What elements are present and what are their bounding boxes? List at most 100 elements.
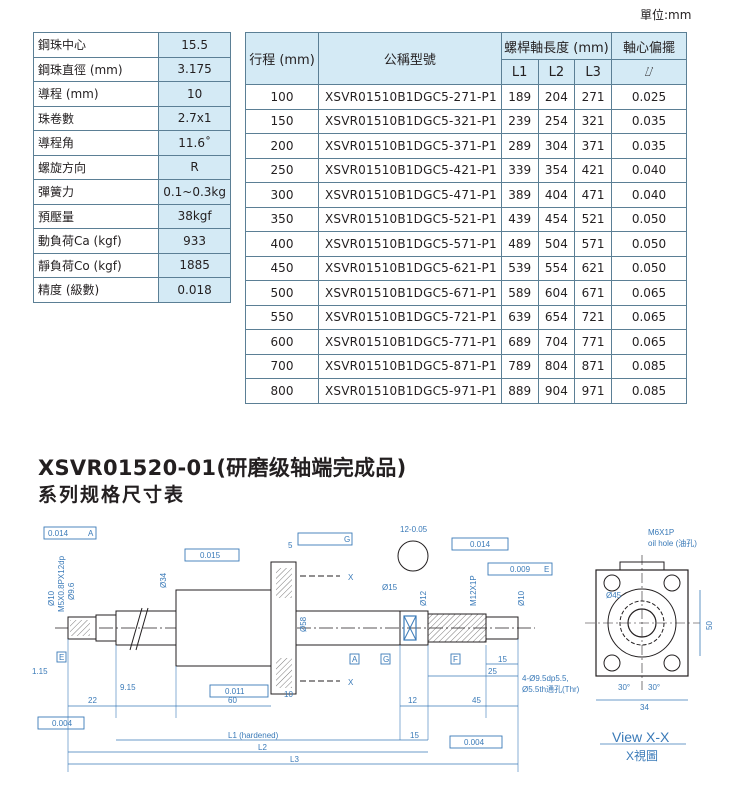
l2-cell: 804	[537, 353, 576, 379]
spec-value: 2.7x1	[158, 105, 231, 131]
d58-label: Ø58	[299, 616, 308, 632]
dim-115: 1.15	[32, 667, 48, 676]
l1-header: L1	[500, 59, 539, 85]
stroke-cell: 350	[245, 206, 319, 232]
hole-note-1: 4-Ø9.5dp5.5,	[522, 674, 569, 683]
spec-row: 精度 (級數)0.018	[32, 277, 231, 303]
runout-cell: 0.085	[611, 353, 687, 379]
l2-cell: 354	[537, 157, 576, 183]
m5-label: M5X0.8PX12dp	[57, 555, 66, 612]
l1-cell: 189	[500, 84, 539, 110]
dim-10: 10	[284, 690, 293, 699]
spec-value: 0.018	[158, 277, 231, 303]
series-title: XSVR01520-01(研磨级轴端完成品)	[38, 456, 407, 480]
l2-cell: 904	[537, 378, 576, 404]
l3-header: L3	[574, 59, 612, 85]
spec-key: 鋼珠直徑 (mm)	[32, 56, 160, 82]
runout-header: 軸心偏擺	[611, 32, 687, 60]
gt-datum-a: A	[88, 529, 94, 538]
stroke-cell: 700	[245, 353, 319, 379]
runout-cell: 0.040	[611, 157, 687, 183]
gt-g-label: G	[344, 535, 350, 544]
d34-label: Ø34	[159, 572, 168, 588]
m12-label: M12X1P	[469, 575, 478, 606]
stroke-cell: 450	[245, 255, 319, 281]
spec-value: 11.6˚	[158, 130, 231, 156]
l1-cell: 439	[500, 206, 539, 232]
stroke-cell: 600	[245, 329, 319, 355]
runout-cell: 0.025	[611, 84, 687, 110]
dim-22: 22	[88, 696, 97, 705]
l1-cell: 539	[500, 255, 539, 281]
model-table: 行程 (mm) 公稱型號 螺桿軸長度 (mm) 軸心偏擺 L1 L2 L3 ⌰ …	[245, 32, 687, 404]
model-cell: XSVR01510B1DGC5-721-P1	[318, 304, 502, 330]
l3-cell: 271	[574, 84, 612, 110]
gt-0011-a-label: 0.011	[225, 687, 245, 696]
d15-label: Ø15	[382, 583, 398, 592]
dim-50: 50	[705, 621, 714, 630]
model-cell: XSVR01510B1DGC5-771-P1	[318, 329, 502, 355]
runout-cell: 0.065	[611, 304, 687, 330]
dim-60: 60	[228, 696, 237, 705]
spec-key: 精度 (級數)	[32, 277, 160, 303]
spec-key: 靜負荷Co (kgf)	[32, 252, 160, 278]
dim-915: 9.15	[120, 683, 136, 692]
stroke-cell: 200	[245, 133, 319, 159]
l2-cell: 304	[537, 133, 576, 159]
x-top-label: X	[348, 573, 354, 582]
gt-0015-a-label: 0.015	[200, 551, 221, 560]
l3-cell: 521	[574, 206, 612, 232]
x-bottom-label: X	[348, 678, 354, 687]
series-subtitle: 系列规格尺寸表	[38, 484, 186, 506]
l2-cell: 704	[537, 329, 576, 355]
d10-label: Ø10	[47, 590, 56, 606]
l3-label: L3	[290, 755, 299, 764]
l3-cell: 571	[574, 231, 612, 257]
dim-12-tol: 12-0.05	[400, 525, 428, 534]
model-header: 公稱型號	[318, 32, 502, 85]
model-cell: XSVR01510B1DGC5-471-P1	[318, 182, 502, 208]
spec-row: 動負荷Ca (kgf)933	[32, 228, 231, 254]
l3-cell: 421	[574, 157, 612, 183]
ang-30b: 30°	[648, 683, 660, 692]
gt-0014-a-label: 0.014	[48, 529, 69, 538]
spec-value: 10	[158, 81, 231, 107]
ang-30a: 30°	[618, 683, 630, 692]
dim-45: 45	[472, 696, 481, 705]
model-cell: XSVR01510B1DGC5-971-P1	[318, 378, 502, 404]
hole-note-2: Ø5.5th通孔(Thr)	[522, 684, 580, 694]
model-cell: XSVR01510B1DGC5-671-P1	[318, 280, 502, 306]
gt-datum-e: E	[544, 565, 549, 574]
spec-key: 預壓量	[32, 203, 160, 229]
l2-cell: 654	[537, 304, 576, 330]
stroke-header: 行程 (mm)	[245, 32, 319, 85]
l2-label: L2	[258, 743, 267, 752]
l2-cell: 504	[537, 231, 576, 257]
view-title: View X-X	[612, 729, 670, 745]
l1-cell: 639	[500, 304, 539, 330]
l1-label: L1 (hardened)	[228, 731, 279, 740]
l2-cell: 554	[537, 255, 576, 281]
spec-value: 3.175	[158, 56, 231, 82]
spec-value: 933	[158, 228, 231, 254]
label-a: A	[352, 655, 358, 664]
l1-cell: 589	[500, 280, 539, 306]
spec-row: 導程 (mm)10	[32, 81, 231, 107]
